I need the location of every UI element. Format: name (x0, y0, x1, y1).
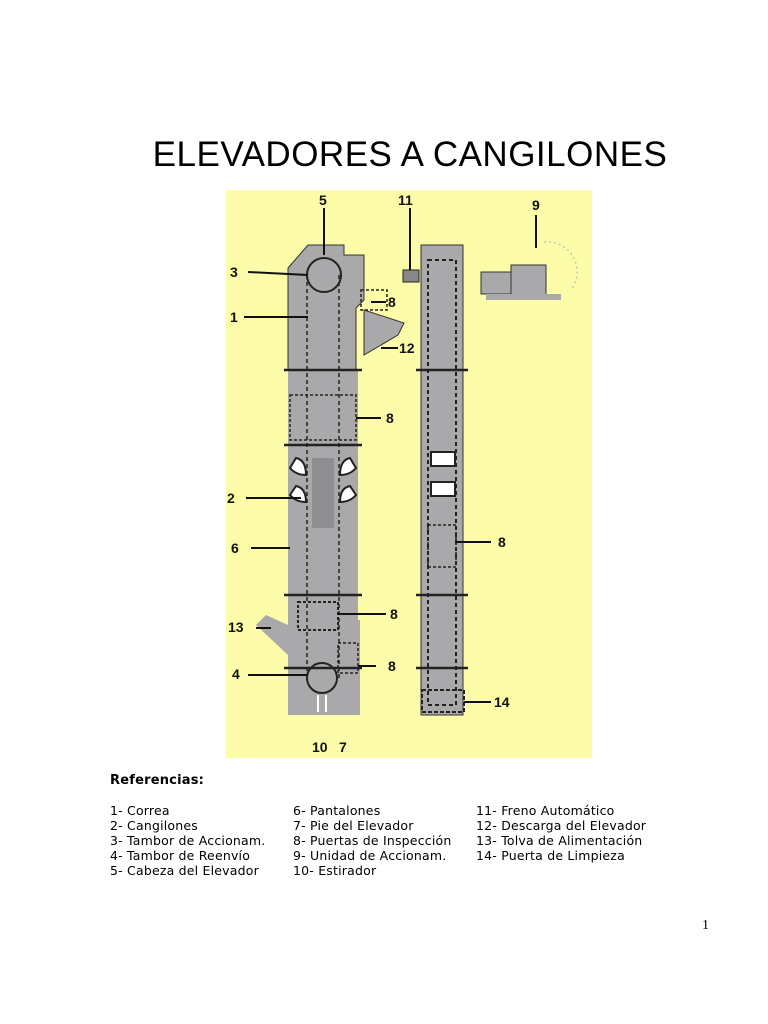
discharge-chute (363, 309, 405, 356)
reference-item: 4- Tambor de Reenvío (110, 848, 251, 863)
bucket (288, 456, 308, 477)
reference-item: 10- Estirador (293, 863, 377, 878)
callout-7: 7 (339, 739, 347, 755)
document-title: ELEVADORES A CANGILONES (152, 135, 668, 174)
callout-12: 12 (399, 340, 415, 356)
bucket (338, 484, 358, 504)
references-column-1: 1- Correa 2- Cangilones 3- Tambor de Acc… (110, 803, 265, 878)
reference-item: 3- Tambor de Accionam. (110, 833, 266, 848)
callout-6: 6 (231, 540, 239, 556)
reference-item: 6- Pantalones (293, 803, 381, 818)
references-column-3: 11- Freno Automático 12- Descarga del El… (476, 803, 646, 863)
leader-lines (244, 208, 537, 703)
callout-14: 14 (494, 694, 510, 710)
inspection-door-foot (297, 601, 339, 631)
callout-9: 9 (532, 197, 540, 213)
page-number: 1 (702, 918, 709, 933)
reference-item: 5- Cabeza del Elevador (110, 863, 259, 878)
references-heading: Referencias: (110, 773, 205, 788)
inspection-door-boot (337, 642, 359, 674)
callout-8-upper: 8 (386, 410, 394, 426)
inspection-door-upper (289, 394, 357, 441)
reference-item: 11- Freno Automático (476, 803, 615, 818)
brake-box (402, 269, 420, 283)
cleaning-door (421, 689, 465, 713)
drive-unit (480, 241, 578, 300)
callout-8-head: 8 (388, 294, 396, 310)
feed-hopper (256, 615, 288, 655)
callout-8-foot: 8 (390, 606, 398, 622)
callout-10: 10 (312, 739, 328, 755)
callout-2: 2 (227, 490, 235, 506)
reference-item: 2- Cangilones (110, 818, 199, 833)
callout-3: 3 (230, 264, 238, 280)
callout-1: 1 (230, 309, 238, 325)
elevator-front-view (402, 244, 468, 716)
bucket (338, 456, 358, 477)
callout-4: 4 (232, 666, 240, 682)
callout-11: 11 (398, 192, 413, 208)
elevator-side-view (256, 244, 405, 715)
callout-5: 5 (319, 192, 327, 208)
reference-item: 12- Descarga del Elevador (476, 818, 647, 833)
reference-item: 14- Puerta de Limpieza (476, 848, 625, 863)
callout-8-boot: 8 (388, 658, 396, 674)
reference-item: 8- Puertas de Inspección (293, 833, 452, 848)
callout-13: 13 (228, 619, 244, 635)
callout-8-front: 8 (498, 534, 506, 550)
elevator-head (287, 244, 365, 371)
references-list: 1- Correa 2- Cangilones 3- Tambor de Acc… (110, 803, 730, 883)
front-bucket (430, 481, 456, 497)
references-column-2: 6- Pantalones 7- Pie del Elevador 8- Pue… (293, 803, 452, 878)
reference-item: 7- Pie del Elevador (293, 818, 414, 833)
head-inspection-door (360, 289, 388, 311)
reference-item: 1- Correa (110, 803, 170, 818)
bucket-elevator-diagram: 5 11 9 3 8 1 12 8 2 6 8 8 13 4 8 10 7 14 (226, 190, 592, 758)
reference-item: 13- Tolva de Alimentación (476, 833, 643, 848)
front-bucket (430, 451, 456, 467)
reference-item: 9- Unidad de Accionam. (293, 848, 447, 863)
